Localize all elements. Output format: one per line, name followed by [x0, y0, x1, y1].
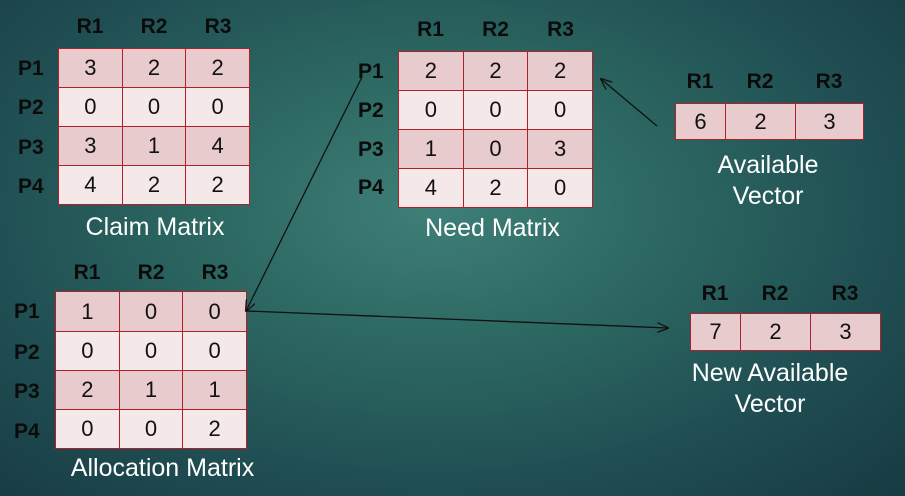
allocation-matrix-caption: Allocation Matrix — [70, 454, 255, 482]
need-row-header: P4 — [358, 176, 384, 199]
available-col-header: R3 — [815, 70, 843, 93]
matrix-cell: 0 — [185, 87, 250, 127]
claim-matrix-table: 3 2 2 0 0 0 3 1 4 4 2 2 — [58, 48, 250, 205]
table-row: 3 1 4 — [58, 126, 250, 166]
new-available-vector-caption: New Available Vector — [665, 358, 875, 420]
arrow-available-to-need — [601, 79, 658, 127]
table-row: 4 2 0 — [398, 168, 593, 208]
vector-cell: 2 — [725, 103, 796, 140]
need-col-header: R2 — [482, 18, 509, 41]
matrix-cell: 0 — [462, 129, 529, 169]
matrix-cell: 0 — [182, 331, 247, 371]
available-caption-line2: Vector — [732, 182, 804, 210]
arrow-need-to-allocation — [246, 76, 363, 311]
matrix-cell: 0 — [121, 87, 187, 127]
allocation-col-header: R3 — [201, 261, 229, 284]
matrix-cell: 3 — [58, 48, 123, 88]
available-col-headers: R1 R2 R3 — [675, 70, 863, 94]
table-row: 6 2 3 — [675, 103, 864, 140]
claim-row-header: P2 — [18, 96, 44, 119]
allocation-col-header: R1 — [73, 261, 101, 284]
matrix-cell: 2 — [398, 51, 464, 91]
available-vector-table: 6 2 3 — [675, 103, 864, 140]
allocation-row-header: P3 — [14, 380, 40, 403]
new-available-col-header: R1 — [701, 282, 729, 305]
new-available-caption-line1: New Available — [691, 359, 849, 387]
available-col-header: R2 — [746, 70, 774, 93]
claim-row-header: P1 — [18, 57, 44, 80]
table-row: 2 1 1 — [55, 370, 247, 410]
matrix-cell: 2 — [527, 51, 593, 91]
claim-matrix-caption: Claim Matrix — [85, 213, 225, 241]
allocation-col-header: R2 — [137, 261, 165, 284]
matrix-cell: 2 — [55, 370, 120, 410]
need-matrix-table: 2 2 2 0 0 0 1 0 3 4 2 0 — [398, 51, 593, 208]
table-row: 1 0 3 — [398, 129, 593, 169]
claim-col-header: R1 — [76, 15, 104, 38]
matrix-cell: 2 — [462, 168, 529, 208]
claim-col-header: R2 — [140, 15, 168, 38]
new-available-col-headers: R1 R2 R3 — [690, 282, 880, 306]
claim-col-headers: R1 R2 R3 — [58, 15, 250, 39]
claim-col-header: R3 — [204, 15, 232, 38]
table-row: 0 0 0 — [398, 90, 593, 130]
arrow-allocation-to-new-available — [246, 310, 668, 328]
matrix-cell: 2 — [185, 165, 250, 205]
matrix-cell: 2 — [182, 409, 247, 449]
claim-row-header: P3 — [18, 136, 44, 159]
table-row: 0 0 0 — [55, 331, 247, 371]
matrix-cell: 0 — [58, 87, 123, 127]
table-row: 7 2 3 — [690, 313, 881, 351]
matrix-cell: 1 — [118, 370, 184, 410]
matrix-cell: 2 — [121, 165, 187, 205]
table-row: 3 2 2 — [58, 48, 250, 88]
allocation-row-header: P4 — [14, 420, 40, 443]
need-matrix-caption: Need Matrix — [425, 214, 560, 242]
matrix-cell: 4 — [398, 168, 464, 208]
matrix-cell: 0 — [118, 331, 184, 371]
matrix-cell: 1 — [182, 370, 247, 410]
allocation-row-header: P2 — [14, 341, 40, 364]
vector-cell: 2 — [740, 313, 811, 351]
new-available-caption-line2: Vector — [734, 390, 806, 418]
new-available-col-header: R2 — [761, 282, 789, 305]
table-row: 2 2 2 — [398, 51, 593, 91]
available-vector-caption: Available Vector — [668, 150, 868, 212]
matrix-cell: 3 — [58, 126, 123, 166]
available-caption-line1: Available — [717, 151, 819, 179]
need-col-header: R1 — [417, 18, 444, 41]
need-row-header: P1 — [358, 60, 384, 83]
vector-cell: 3 — [810, 313, 881, 351]
matrix-cell: 1 — [121, 126, 187, 166]
allocation-matrix-table: 1 0 0 0 0 0 2 1 1 0 0 2 — [55, 291, 247, 449]
table-row: 0 0 2 — [55, 409, 247, 449]
matrix-cell: 3 — [527, 129, 593, 169]
vector-cell: 3 — [795, 103, 864, 140]
matrix-cell: 0 — [118, 409, 184, 449]
matrix-cell: 1 — [398, 129, 464, 169]
matrix-cell: 0 — [527, 168, 593, 208]
vector-cell: 6 — [675, 103, 726, 140]
need-col-header: R3 — [547, 18, 574, 41]
table-row: 4 2 2 — [58, 165, 250, 205]
need-col-headers: R1 R2 R3 — [398, 18, 593, 42]
need-row-header: P2 — [358, 99, 384, 122]
matrix-cell: 0 — [182, 291, 247, 332]
table-row: 1 0 0 — [55, 291, 247, 332]
matrix-cell: 0 — [527, 90, 593, 130]
matrix-cell: 0 — [398, 90, 464, 130]
allocation-row-header: P1 — [14, 300, 40, 323]
table-row: 0 0 0 — [58, 87, 250, 127]
new-available-col-header: R3 — [831, 282, 859, 305]
claim-row-header: P4 — [18, 175, 44, 198]
matrix-cell: 4 — [58, 165, 123, 205]
need-row-header: P3 — [358, 138, 384, 161]
vector-cell: 7 — [690, 313, 741, 351]
matrix-cell: 0 — [55, 409, 120, 449]
available-col-header: R1 — [686, 70, 714, 93]
allocation-col-headers: R1 R2 R3 — [55, 261, 247, 285]
new-available-vector-table: 7 2 3 — [690, 313, 881, 351]
